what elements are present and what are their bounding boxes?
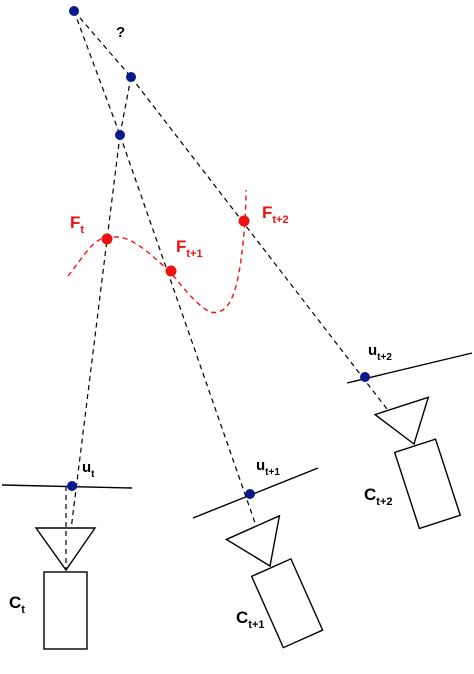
feature-label-t-base: F [70,213,80,232]
feature-point-t2 [238,215,250,227]
camera-label-t2-base: C [364,485,376,504]
feature-point-t1 [165,265,177,277]
question-mark-label: ? [116,24,125,41]
image-plane-t [1,484,133,489]
camera-label-t1-base: C [236,608,248,627]
image-label-t2: ut+2 [368,342,392,363]
camera-t1 [224,514,324,649]
camera-t2-body [393,438,462,530]
image-label-t2-base: u [368,342,377,359]
camera-t-body [43,571,88,650]
camera-label-t2: Ct+2 [364,485,393,508]
ray-t1-lower [119,134,271,567]
ray-t-lower [65,134,121,571]
feature-trajectory-curve [67,189,247,314]
image-point-t1 [245,489,255,499]
camera-t [34,486,97,650]
feature-label-t2-base: F [262,203,272,222]
feature-label-t1-base: F [176,237,186,256]
image-label-t1-sub: t+1 [265,467,280,478]
camera-label-t2-sub: t+2 [376,496,392,508]
image-label-t-base: u [82,459,91,476]
feature-label-t-sub: t [80,224,84,236]
image-label-t1-base: u [256,457,265,474]
camera-t1-body [250,557,324,649]
point-mid [126,72,136,82]
point-intersection [115,130,125,140]
image-label-t-sub: t [91,469,95,480]
camera-label-t1-sub: t+1 [248,619,264,631]
feature-label-t2-sub: t+2 [272,214,288,226]
ray-t2-upper [73,10,132,78]
ray-t1-upper [119,76,132,136]
image-label-t: ut [82,459,95,480]
image-label-t1: ut+1 [256,457,280,478]
image-point-t2 [360,372,370,382]
ray-t-upper [73,10,121,136]
ray-t2-lower [130,76,415,445]
camera-label-t: Ct [9,593,25,616]
feature-label-t2: Ft+2 [262,203,289,226]
feature-label-t1: Ft+1 [176,237,203,260]
image-point-t [67,481,77,491]
camera-label-t-base: C [9,593,21,612]
image-plane-t1 [192,467,319,519]
camera-label-t-sub: t [21,604,25,616]
feature-label-t1-sub: t+1 [186,248,202,260]
camera-t2-lens [373,396,430,446]
camera-t2 [373,396,462,530]
camera-label-t1: Ct+1 [236,608,265,631]
image-label-t2-sub: t+2 [377,352,392,363]
point-top [69,6,79,16]
feature-point-t [101,233,113,245]
feature-label-t: Ft [70,213,84,236]
camera-t1-lens [224,514,281,568]
